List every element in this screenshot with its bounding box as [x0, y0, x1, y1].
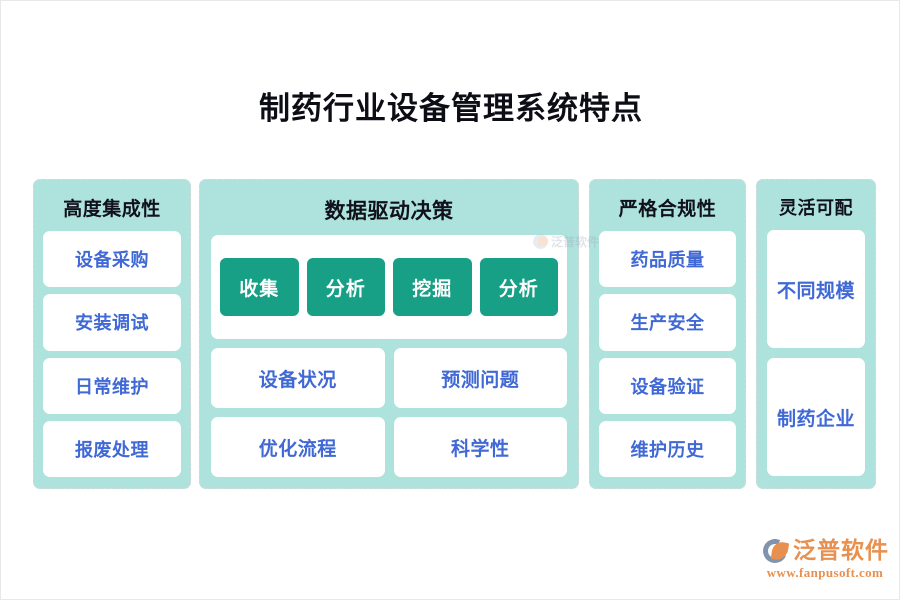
feature-card[interactable]: 科学性 — [393, 417, 567, 477]
process-chip[interactable]: 分析 — [479, 258, 558, 316]
process-chip-panel: 收集 分析 挖掘 分析 — [211, 235, 567, 339]
brand-url: www.fanpusoft.com — [766, 565, 884, 580]
column-body: 设备采购 安装调试 日常维护 报废处理 — [34, 231, 190, 488]
feature-grid-row: 优化流程 科学性 — [211, 417, 567, 477]
feature-card[interactable]: 设备采购 — [43, 231, 181, 288]
feature-grid-row: 设备状况 预测问题 — [211, 348, 567, 408]
column-data-driven-decision: 数据驱动决策 收集 分析 挖掘 分析 设备状况 预测问题 优化流程 科学性 — [199, 179, 579, 489]
feature-card[interactable]: 预测问题 — [393, 348, 567, 408]
column-flexible-config: 灵活可配 不同规模 制药企业 — [756, 179, 876, 489]
column-body: 药品质量 生产安全 设备验证 维护历史 — [590, 231, 745, 488]
feature-card[interactable]: 安装调试 — [43, 294, 181, 351]
column-header: 高度集成性 — [63, 199, 161, 220]
process-chip[interactable]: 收集 — [220, 258, 299, 316]
process-chip[interactable]: 挖掘 — [393, 258, 472, 316]
feature-card[interactable]: 生产安全 — [599, 294, 736, 351]
brand-logo-block: 泛普软件 www.fanpusoft.com — [759, 535, 889, 583]
column-header: 数据驱动决策 — [324, 199, 454, 223]
fanpu-logo-icon — [759, 535, 791, 567]
column-header: 严格合规性 — [618, 199, 717, 220]
feature-card[interactable]: 设备状况 — [211, 348, 385, 408]
feature-card[interactable]: 日常维护 — [43, 357, 181, 414]
feature-card[interactable]: 药品质量 — [599, 231, 736, 288]
feature-card[interactable]: 维护历史 — [599, 420, 736, 477]
column-strict-compliance: 严格合规性 药品质量 生产安全 设备验证 维护历史 — [589, 179, 746, 489]
column-body: 不同规模 制药企业 — [757, 230, 875, 488]
feature-card[interactable]: 设备验证 — [599, 357, 736, 414]
feature-card[interactable]: 制药企业 — [767, 358, 865, 476]
feature-card[interactable]: 优化流程 — [211, 417, 385, 477]
column-high-integration: 高度集成性 设备采购 安装调试 日常维护 报废处理 — [33, 179, 191, 489]
brand-row: 泛普软件 — [759, 535, 889, 567]
feature-card[interactable]: 报废处理 — [43, 420, 181, 477]
page-title: 制药行业设备管理系统特点 — [259, 91, 643, 126]
column-body: 收集 分析 挖掘 分析 设备状况 预测问题 优化流程 科学性 — [200, 235, 578, 488]
columns-board: 高度集成性 设备采购 安装调试 日常维护 报废处理 数据驱动决策 收集 分析 挖… — [33, 179, 876, 489]
feature-card[interactable]: 不同规模 — [767, 230, 865, 348]
column-header: 灵活可配 — [779, 198, 853, 218]
process-chip[interactable]: 分析 — [306, 258, 385, 316]
brand-name: 泛普软件 — [793, 538, 889, 563]
